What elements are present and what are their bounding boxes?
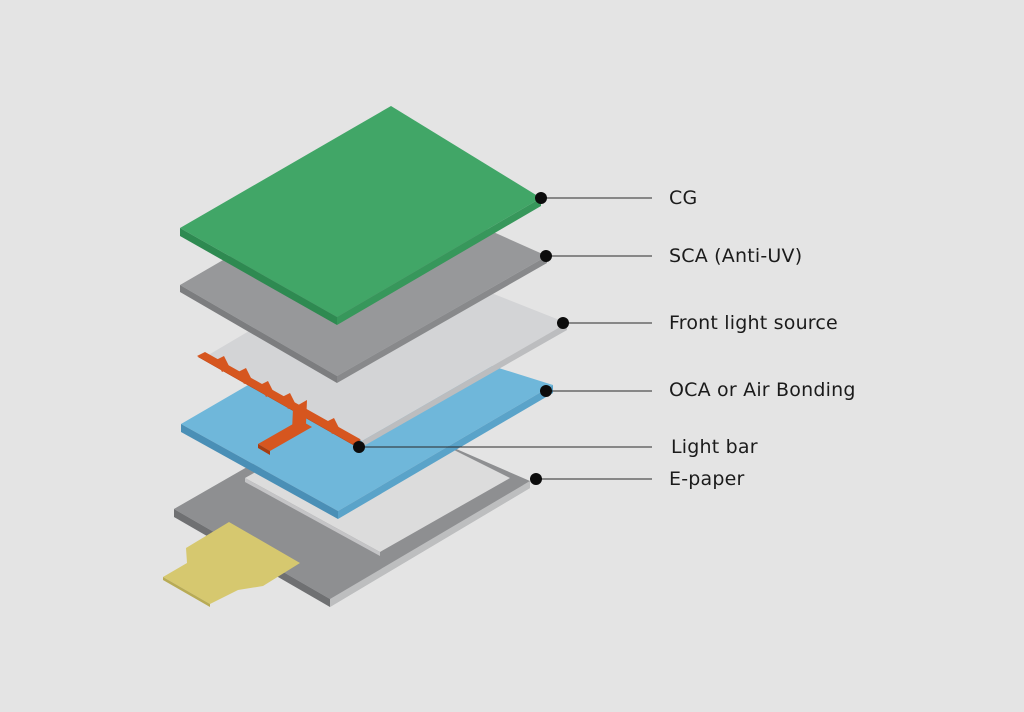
front-light-anchor-dot	[557, 317, 569, 329]
sca-label: SCA (Anti-UV)	[669, 245, 803, 267]
oca-anchor-dot	[540, 385, 552, 397]
light-bar	[197, 352, 361, 455]
leader-lines	[359, 197, 652, 480]
cg-label: CG	[669, 187, 698, 209]
light-bar-anchor-dot	[353, 441, 365, 453]
light-bar-label: Light bar	[671, 436, 758, 458]
epaper-label: E-paper	[669, 468, 745, 490]
sca-anchor-dot	[540, 250, 552, 262]
anchor-dots	[353, 192, 569, 485]
oca-label: OCA or Air Bonding	[669, 379, 856, 401]
flex-connector	[163, 522, 300, 607]
epaper-anchor-dot	[530, 473, 542, 485]
cg-anchor-dot	[535, 192, 547, 204]
front-light-label: Front light source	[669, 312, 838, 334]
cover-glass-layer	[180, 106, 541, 325]
